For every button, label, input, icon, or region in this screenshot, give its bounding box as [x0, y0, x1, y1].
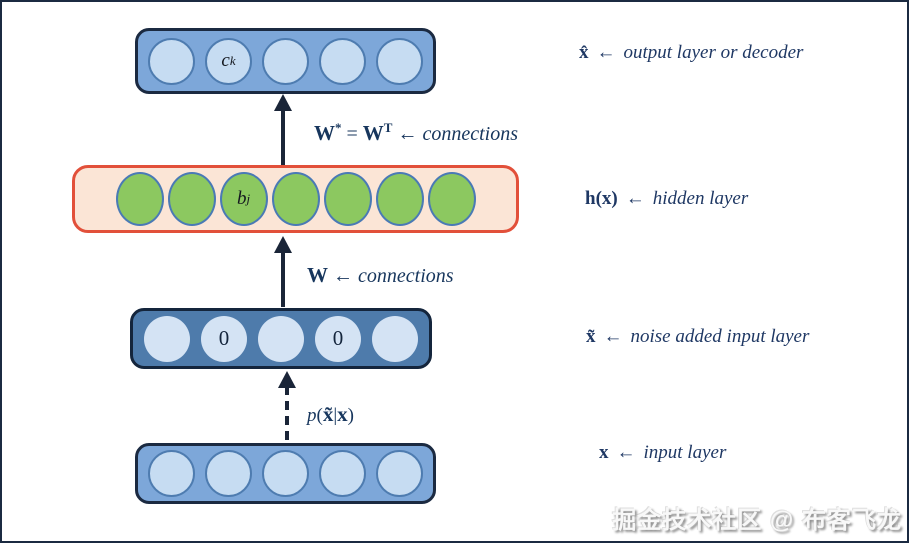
input-node: [376, 450, 423, 497]
hidden-node: [271, 172, 320, 226]
output-layer-description: output layer or decoder: [623, 42, 804, 63]
x-tilde-symbol: x̃: [322, 402, 334, 426]
hidden-node: [323, 172, 372, 226]
input-layer-description: input layer: [643, 442, 727, 463]
left-arrow-glyph: ←: [625, 188, 645, 209]
w-symbol: W: [307, 263, 328, 287]
equals-sign: =: [341, 123, 363, 145]
x-tilde-symbol: x̃: [586, 326, 596, 347]
left-arrow-glyph: ←: [596, 42, 616, 63]
transpose-superscript: T: [383, 120, 393, 135]
x-symbol: x: [599, 442, 609, 463]
w-star-symbol: W: [314, 121, 335, 145]
close-paren: ): [347, 405, 354, 426]
input-node: [319, 450, 366, 497]
upward-arrow-hidden-to-output: [274, 94, 292, 165]
noise-node: 0: [315, 315, 361, 362]
noise-probability-formula: p(x̃|x): [307, 402, 354, 427]
star-superscript: *: [335, 120, 342, 135]
noise-node: [144, 315, 190, 362]
input-node: [262, 450, 309, 497]
left-arrow-glyph: ←: [603, 326, 623, 347]
open-paren: (: [316, 405, 323, 426]
hidden-layer-annotation: h(x) ← hidden layer: [585, 188, 748, 210]
h-x-symbol: h(x): [585, 188, 618, 209]
connections-label: connections: [422, 123, 518, 145]
input-node: [205, 450, 252, 497]
connections-label: connections: [358, 265, 454, 287]
output-layer-annotation: x̂ ← output layer or decoder: [579, 42, 803, 64]
hidden-layer-description: hidden layer: [652, 188, 749, 209]
noise-layer-description: noise added input layer: [630, 326, 810, 347]
w-connections-formula: W ← connections: [307, 263, 454, 288]
x-symbol: x: [337, 402, 348, 426]
hidden-node: [375, 172, 424, 226]
output-node: [148, 37, 195, 85]
output-node: [376, 37, 423, 85]
noise-node: 0: [201, 315, 247, 362]
hidden-node: [115, 172, 164, 226]
watermark: 掘金技术社区 @ 布客飞龙: [612, 507, 902, 534]
x-hat-symbol: x̂: [579, 42, 589, 63]
w-symbol: W: [362, 121, 384, 145]
noise-node: [258, 315, 304, 362]
noise-node: [372, 315, 418, 362]
input-layer-annotation: x ← input layer: [599, 442, 726, 464]
p-symbol: p: [307, 405, 317, 426]
output-node: [319, 37, 366, 85]
left-arrow-glyph: ←: [392, 123, 423, 145]
dashed-upward-arrow-input-to-noise: [278, 371, 296, 440]
wstar-connections-formula: W* = WT ← connections: [314, 120, 518, 146]
hidden-node: [427, 172, 476, 226]
conditional-bar: |: [333, 405, 338, 426]
noise-layer-annotation: x̃ ← noise added input layer: [586, 326, 809, 348]
hidden-node: [167, 172, 216, 226]
output-node: [262, 37, 309, 85]
upward-arrow-noise-to-hidden: [274, 236, 292, 307]
input-node: [148, 450, 195, 497]
left-arrow-glyph: ←: [328, 265, 358, 287]
left-arrow-glyph: ←: [616, 442, 636, 463]
input-layer: [135, 443, 436, 504]
